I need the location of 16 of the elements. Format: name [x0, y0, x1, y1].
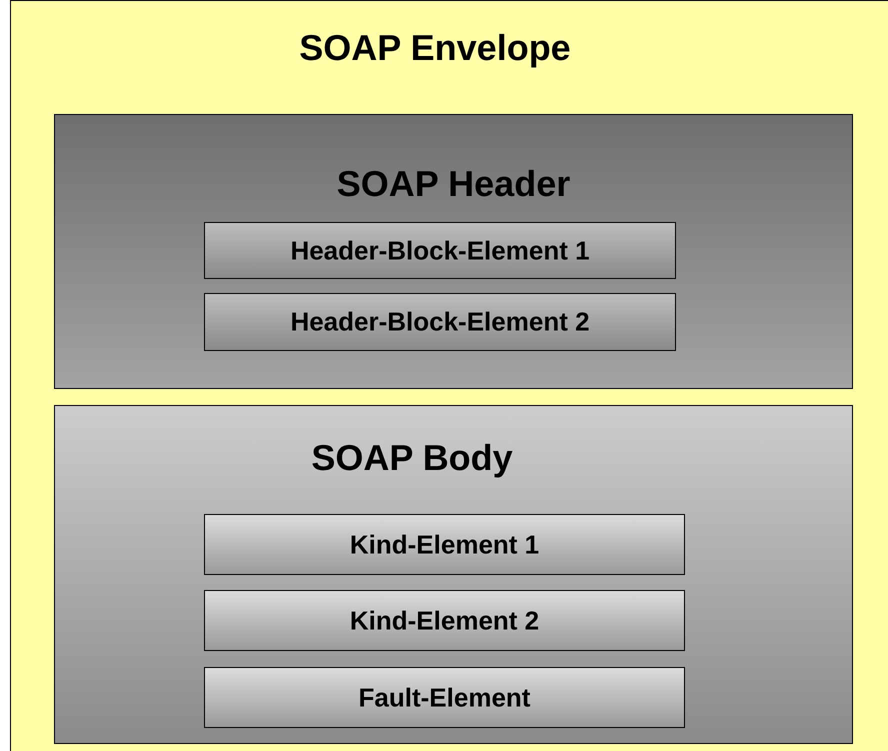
section-title: SOAP Envelope [299, 27, 571, 69]
section-title: SOAP Header [336, 163, 570, 205]
element-box [204, 514, 685, 575]
element-label: Header-Block-Element 2 [289, 306, 591, 338]
body-panel [54, 405, 853, 744]
element-label: Kind-Element 1 [348, 529, 540, 560]
element-label: Header-Block-Element 1 [289, 235, 591, 266]
header-panel [54, 114, 853, 389]
element-box [204, 667, 685, 728]
element-box [204, 293, 676, 351]
element-label: Fault-Element [358, 682, 532, 713]
element-box [204, 590, 685, 651]
element-box [204, 222, 676, 279]
section-title: SOAP Body [311, 437, 513, 479]
element-label: Kind-Element 2 [348, 605, 540, 636]
envelope-panel [10, 0, 888, 751]
